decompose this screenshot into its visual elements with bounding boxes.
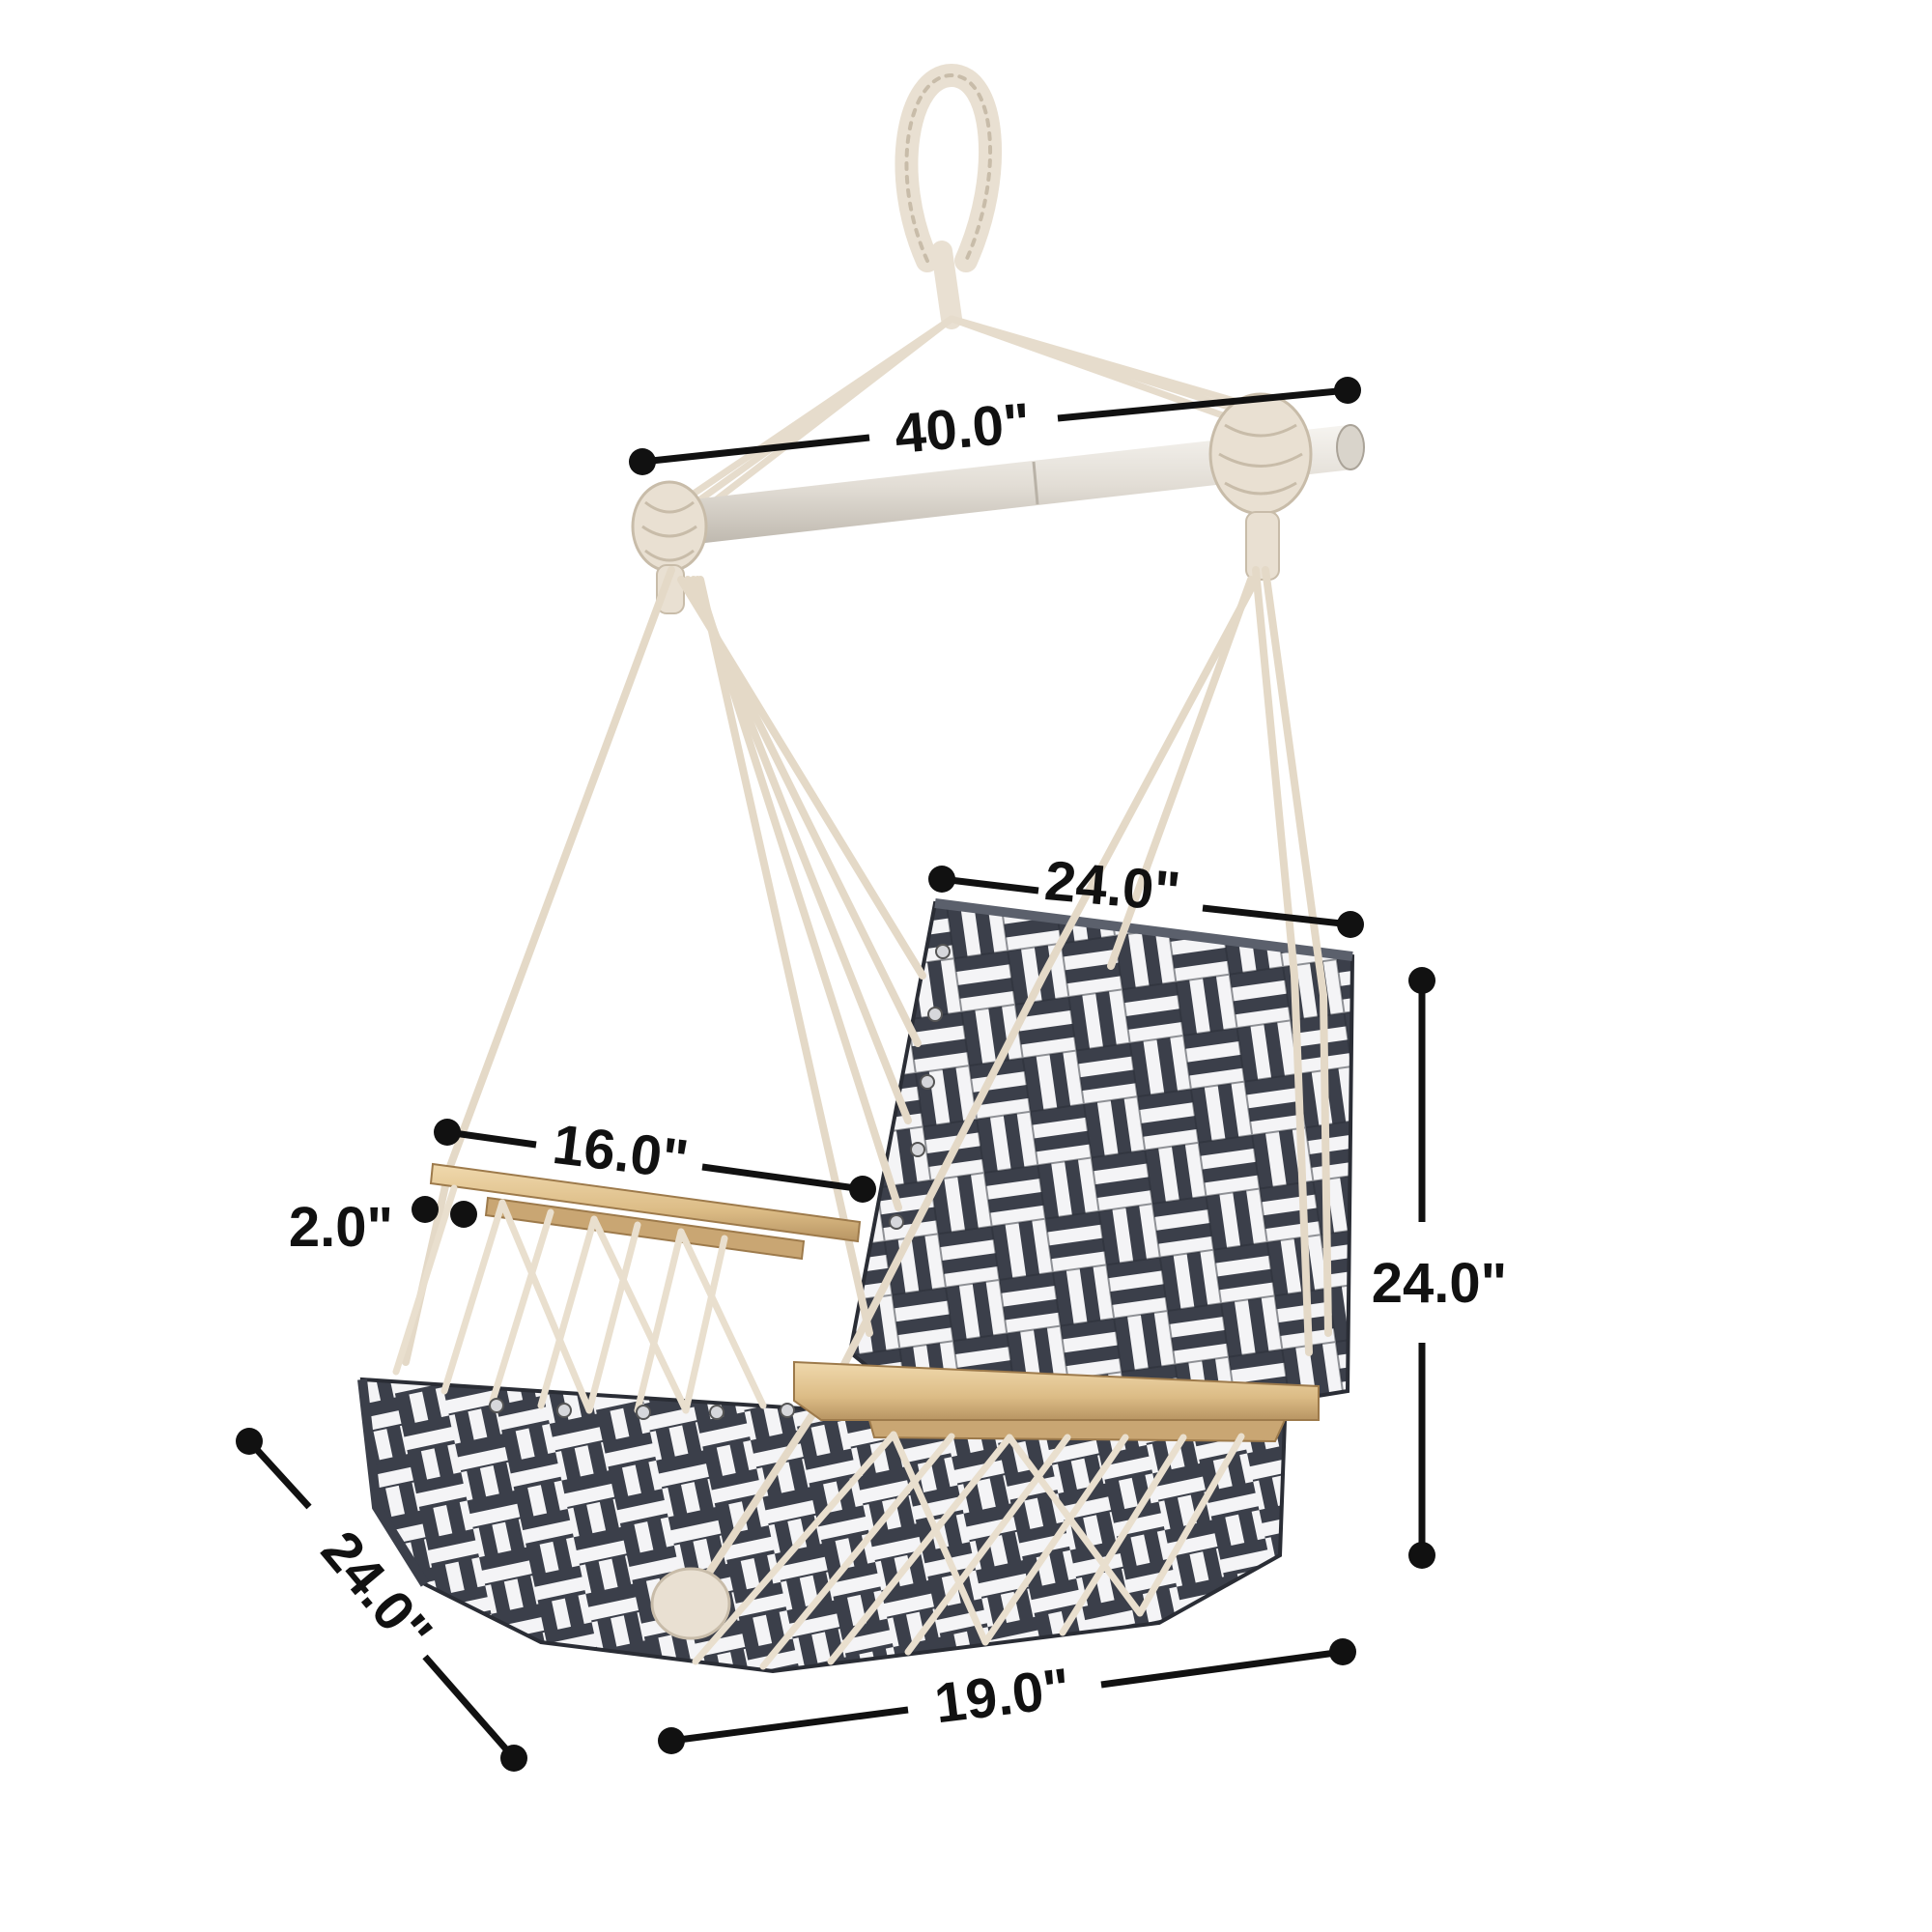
top-suspension-ropes: [663, 315, 1260, 526]
dimension-backrest-width: [928, 866, 1364, 938]
armrest-net-ropes: [392, 1184, 1245, 1670]
dimension-label-seat-width: 19.0": [931, 1657, 1073, 1736]
dimension-label-backrest-width: 24.0": [1042, 849, 1183, 923]
dimension-label-armrest-length: 16.0": [550, 1113, 692, 1192]
dimension-label-armrest-thickness: 2.0": [289, 1196, 393, 1259]
dimension-label-backrest-height: 24.0": [1372, 1252, 1507, 1315]
hanging-loop: [895, 63, 1003, 329]
dimension-seat-depth: [236, 1428, 527, 1772]
dimension-spreader-bar: [629, 377, 1361, 475]
seat-rope-knot: [650, 1567, 731, 1640]
spreader-bar: [667, 424, 1365, 547]
dimension-label-spreader-bar: 40.0": [893, 391, 1034, 466]
cushion-eyelets: [489, 944, 951, 1420]
back-cushion: [847, 898, 1355, 1423]
dimension-backrest-height: [1408, 967, 1435, 1569]
dimension-armrest-length: [434, 1119, 876, 1203]
hammock-chair-illustration: [357, 63, 1365, 1674]
dimension-armrest-thickness: [412, 1196, 477, 1228]
dimension-seat-width: [658, 1638, 1356, 1754]
